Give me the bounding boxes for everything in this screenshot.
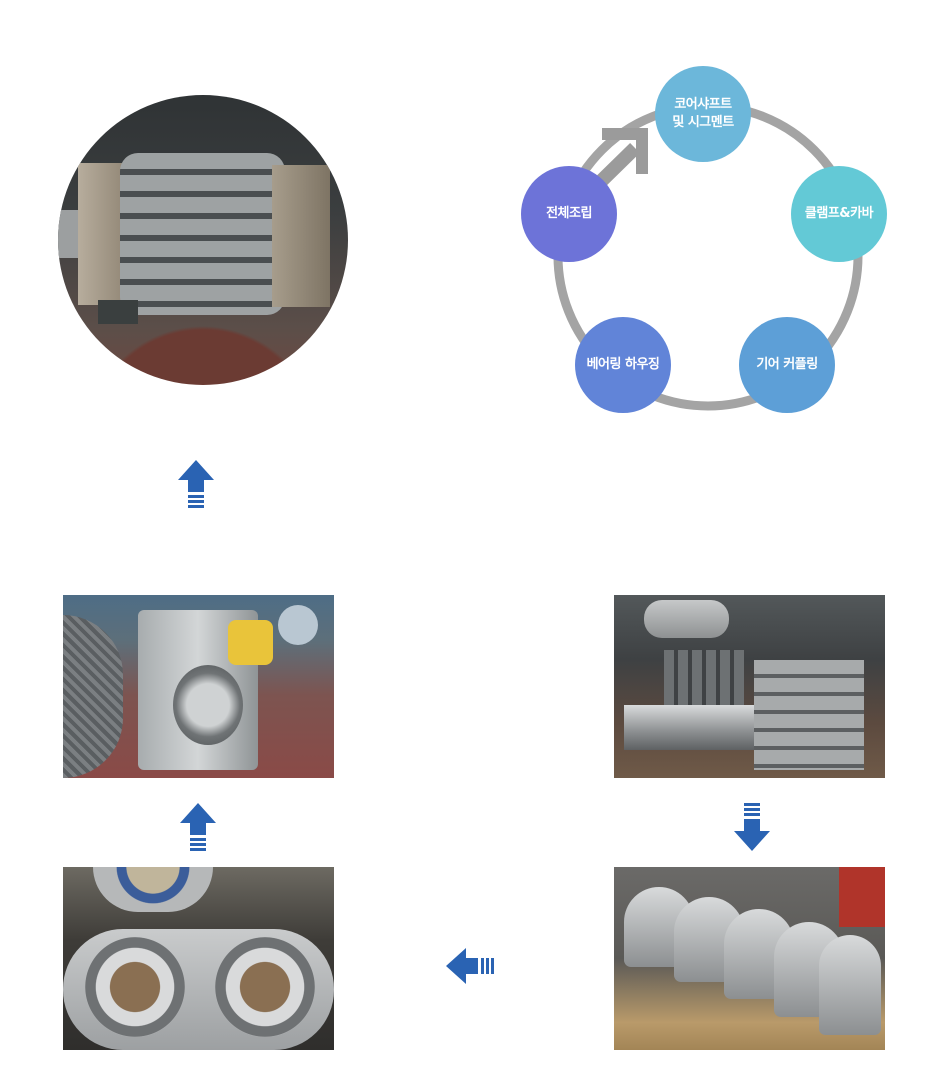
fan [278, 605, 318, 645]
node-label: 전체조립 [546, 206, 592, 221]
red-frame [839, 867, 885, 927]
housing-bore [173, 665, 243, 745]
right-gear [215, 937, 315, 1037]
segment-stack [664, 650, 744, 710]
node-label: 베어링 하우징 [586, 357, 660, 372]
gear-roll [63, 615, 123, 778]
node-clamp-cover: 클램프&카바 [791, 166, 887, 262]
arrow-left-icon [446, 948, 494, 984]
node-label: 클램프&카바 [804, 206, 874, 221]
segments-photo [614, 867, 885, 1050]
gear-coupling-photo [63, 867, 334, 1050]
node-core-shaft-segment: 코어샤프트 및 시그멘트 [655, 66, 751, 162]
end-clamp-right [272, 165, 330, 307]
left-gear [85, 937, 185, 1037]
blue-ring [93, 867, 213, 912]
segmented-drum [120, 153, 285, 315]
node-bearing-housing: 베어링 하우징 [575, 317, 671, 413]
arrow-up-icon [178, 460, 214, 508]
air-tank [644, 600, 729, 638]
bearing-housing-photo [63, 595, 334, 778]
arrow-up-icon [180, 803, 216, 851]
node-full-assembly: 전체조립 [521, 166, 617, 262]
stand [98, 300, 138, 324]
assembled-roll-photo [58, 95, 348, 385]
node-gear-coupling: 기어 커플링 [739, 317, 835, 413]
segment-5 [819, 935, 881, 1035]
arrow-down-icon [734, 803, 770, 851]
core-segments [754, 660, 864, 770]
yellow-part [228, 620, 273, 665]
node-label: 코어샤프트 및 시그멘트 [672, 97, 734, 130]
node-label: 기어 커플링 [756, 357, 818, 372]
core-shaft-photo [614, 595, 885, 778]
